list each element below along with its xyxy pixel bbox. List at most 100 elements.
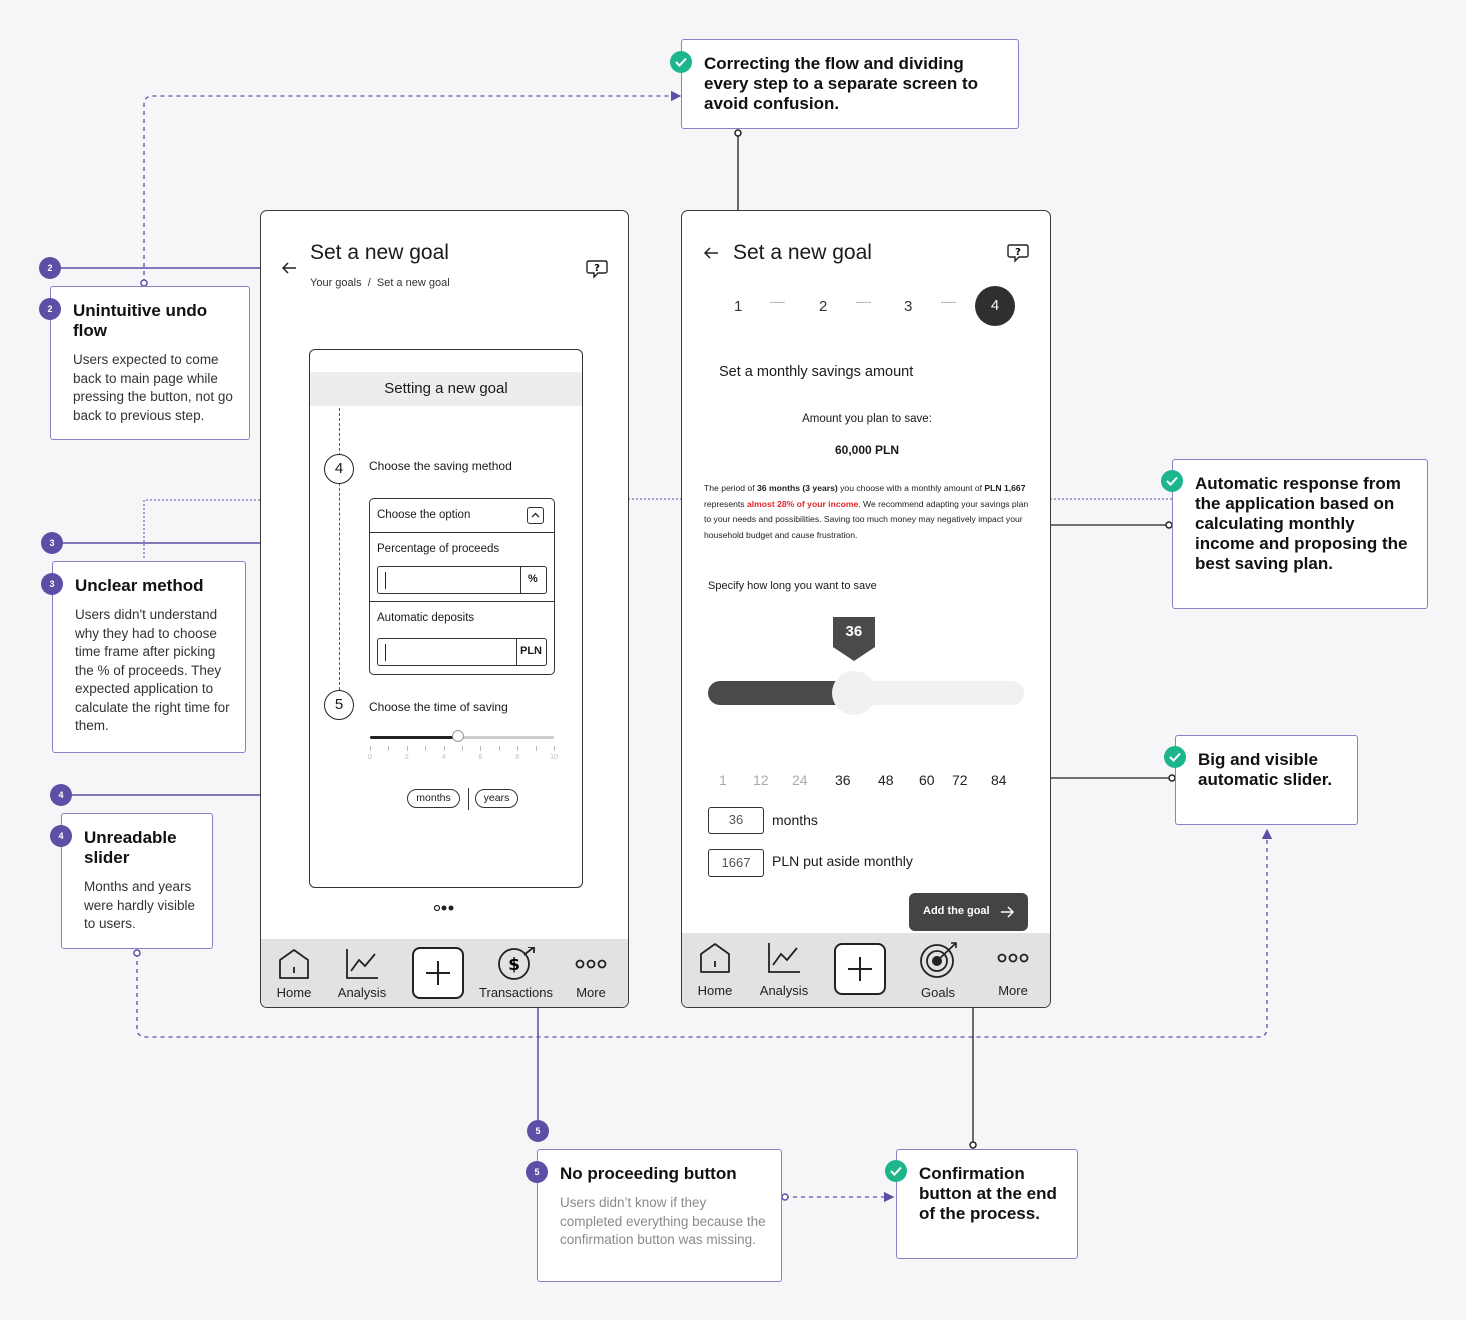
section-title: Set a monthly savings amount (719, 364, 914, 380)
check-icon (1161, 470, 1183, 492)
slider-tick (406, 746, 408, 751)
step-3: 3 (904, 298, 913, 315)
monthly-amount-label: PLN put aside monthly (772, 853, 913, 869)
more-dots-icon (575, 959, 607, 969)
target-icon (920, 942, 957, 978)
slider-tick (443, 746, 445, 751)
monthly-amount-input[interactable]: 1667 (708, 849, 764, 877)
plus-icon (426, 961, 450, 985)
scale-84: 84 (991, 772, 1007, 788)
note-unclear-method: Unclear method Users didn't understand w… (52, 561, 246, 753)
svg-text:?: ? (594, 263, 600, 274)
chevron-up-icon[interactable] (527, 507, 544, 524)
percentage-input[interactable]: % (377, 566, 547, 594)
svg-text:?: ? (1015, 247, 1021, 258)
months-toggle[interactable]: months (407, 789, 460, 808)
years-toggle[interactable]: years (475, 789, 518, 808)
add-button[interactable] (834, 943, 886, 995)
note-auto-response: Automatic response from the application … (1172, 459, 1428, 609)
slider-value-bubble: 36 (832, 617, 875, 661)
slider-tick (554, 746, 555, 751)
months-slider-track[interactable]: 36 (708, 617, 1024, 715)
scale-12: 12 (753, 772, 769, 788)
help-chat-icon[interactable]: ? (1007, 243, 1029, 263)
deposits-input[interactable]: PLN (377, 638, 547, 666)
slider-tick (370, 746, 371, 751)
step4-label: Choose the saving method (369, 459, 512, 473)
bottom-nav: Home Analysis Goals More (682, 933, 1050, 1007)
page-dots (433, 899, 457, 912)
bottom-nav: Home Analysis $ Transactions More (261, 939, 628, 1007)
pln-unit: PLN (520, 645, 542, 657)
amount-value: 60,000 PLN (834, 443, 900, 457)
slider-tick (425, 746, 427, 751)
badge-4: 4 (50, 825, 72, 847)
option-deposits-label: Automatic deposits (377, 612, 475, 624)
back-arrow-icon[interactable] (281, 261, 297, 275)
scale-1: 1 (719, 772, 727, 788)
right-phone: Set a new goal ? 1 ----- 2 ----- 3 -----… (681, 210, 1051, 1008)
step5-circle: 5 (324, 690, 354, 720)
note-no-proceeding: No proceeding button Users didn’t know i… (537, 1149, 782, 1282)
step-4-active: 4 (975, 286, 1015, 326)
slider-tick-label: 2 (404, 754, 409, 761)
scale-36: 36 (835, 772, 851, 788)
note-flow-fix: Correcting the flow and dividing every s… (681, 39, 1019, 129)
step-separator: ----- (856, 297, 871, 307)
page-title: Set a new goal (733, 241, 872, 264)
months-input[interactable]: 36 (708, 807, 764, 834)
slider-tick-label: 0 (368, 754, 372, 761)
chart-line-icon (346, 949, 378, 979)
dropdown-label[interactable]: Choose the option (377, 509, 471, 521)
svg-text:$: $ (508, 955, 520, 975)
scale-60: 60 (919, 772, 935, 788)
home-icon (700, 943, 730, 973)
badge-4-marker: 4 (50, 784, 72, 806)
left-phone: Set a new goal Your goals / Set a new go… (260, 210, 629, 1008)
note-visible-slider: Big and visible automatic slider. (1175, 735, 1358, 825)
time-slider-handle[interactable] (452, 730, 465, 742)
slider-tick (498, 746, 500, 751)
months-label: months (772, 812, 818, 828)
step-separator: ----- (770, 297, 785, 307)
slider-tick (388, 746, 390, 751)
badge-5-marker: 5 (527, 1120, 549, 1142)
add-goal-button[interactable]: Add the goal (909, 893, 1028, 931)
scale-72: 72 (952, 772, 968, 788)
check-icon (885, 1160, 907, 1182)
arrow-right-icon (1001, 906, 1014, 918)
add-button[interactable] (412, 947, 464, 999)
note-unreadable-slider: Unreadable slider Months and years were … (61, 813, 213, 949)
plus-icon (848, 957, 872, 981)
slider-tick-label: 10 (550, 754, 558, 761)
badge-5: 5 (526, 1161, 548, 1183)
badge-2: 2 (39, 298, 61, 320)
setting-goal-card: Setting a new goal 4 Choose the saving m… (309, 349, 583, 888)
note-undo-flow: Unintuitive undo flow Users expected to … (50, 286, 250, 440)
step-2: 2 (819, 298, 828, 315)
step-separator: ----- (941, 297, 956, 307)
check-icon (670, 51, 692, 73)
slider-tick (462, 746, 463, 751)
time-slider-track[interactable] (370, 730, 554, 742)
specify-label: Specify how long you want to save (708, 580, 877, 592)
step5-label: Choose the time of saving (369, 700, 508, 714)
scale-48: 48 (878, 772, 894, 788)
check-icon (1164, 746, 1186, 768)
more-dots-icon (997, 953, 1029, 963)
amount-label: Amount you plan to save: (802, 413, 932, 425)
slider-tick (480, 746, 482, 751)
slider-tick (517, 746, 519, 751)
option-percentage-label: Percentage of proceeds (377, 543, 500, 555)
badge-2-marker: 2 (39, 257, 61, 279)
back-arrow-icon[interactable] (703, 246, 719, 260)
slider-tick-label: 4 (441, 754, 446, 761)
percent-unit: % (528, 573, 538, 585)
page-title: Set a new goal (310, 241, 449, 264)
card-title: Setting a new goal (384, 380, 508, 397)
help-chat-icon[interactable]: ? (586, 259, 608, 279)
dollar-transfer-icon: $ (498, 947, 535, 980)
months-slider-handle[interactable] (831, 671, 876, 715)
breadcrumb[interactable]: Your goals / Set a new goal (310, 277, 450, 289)
